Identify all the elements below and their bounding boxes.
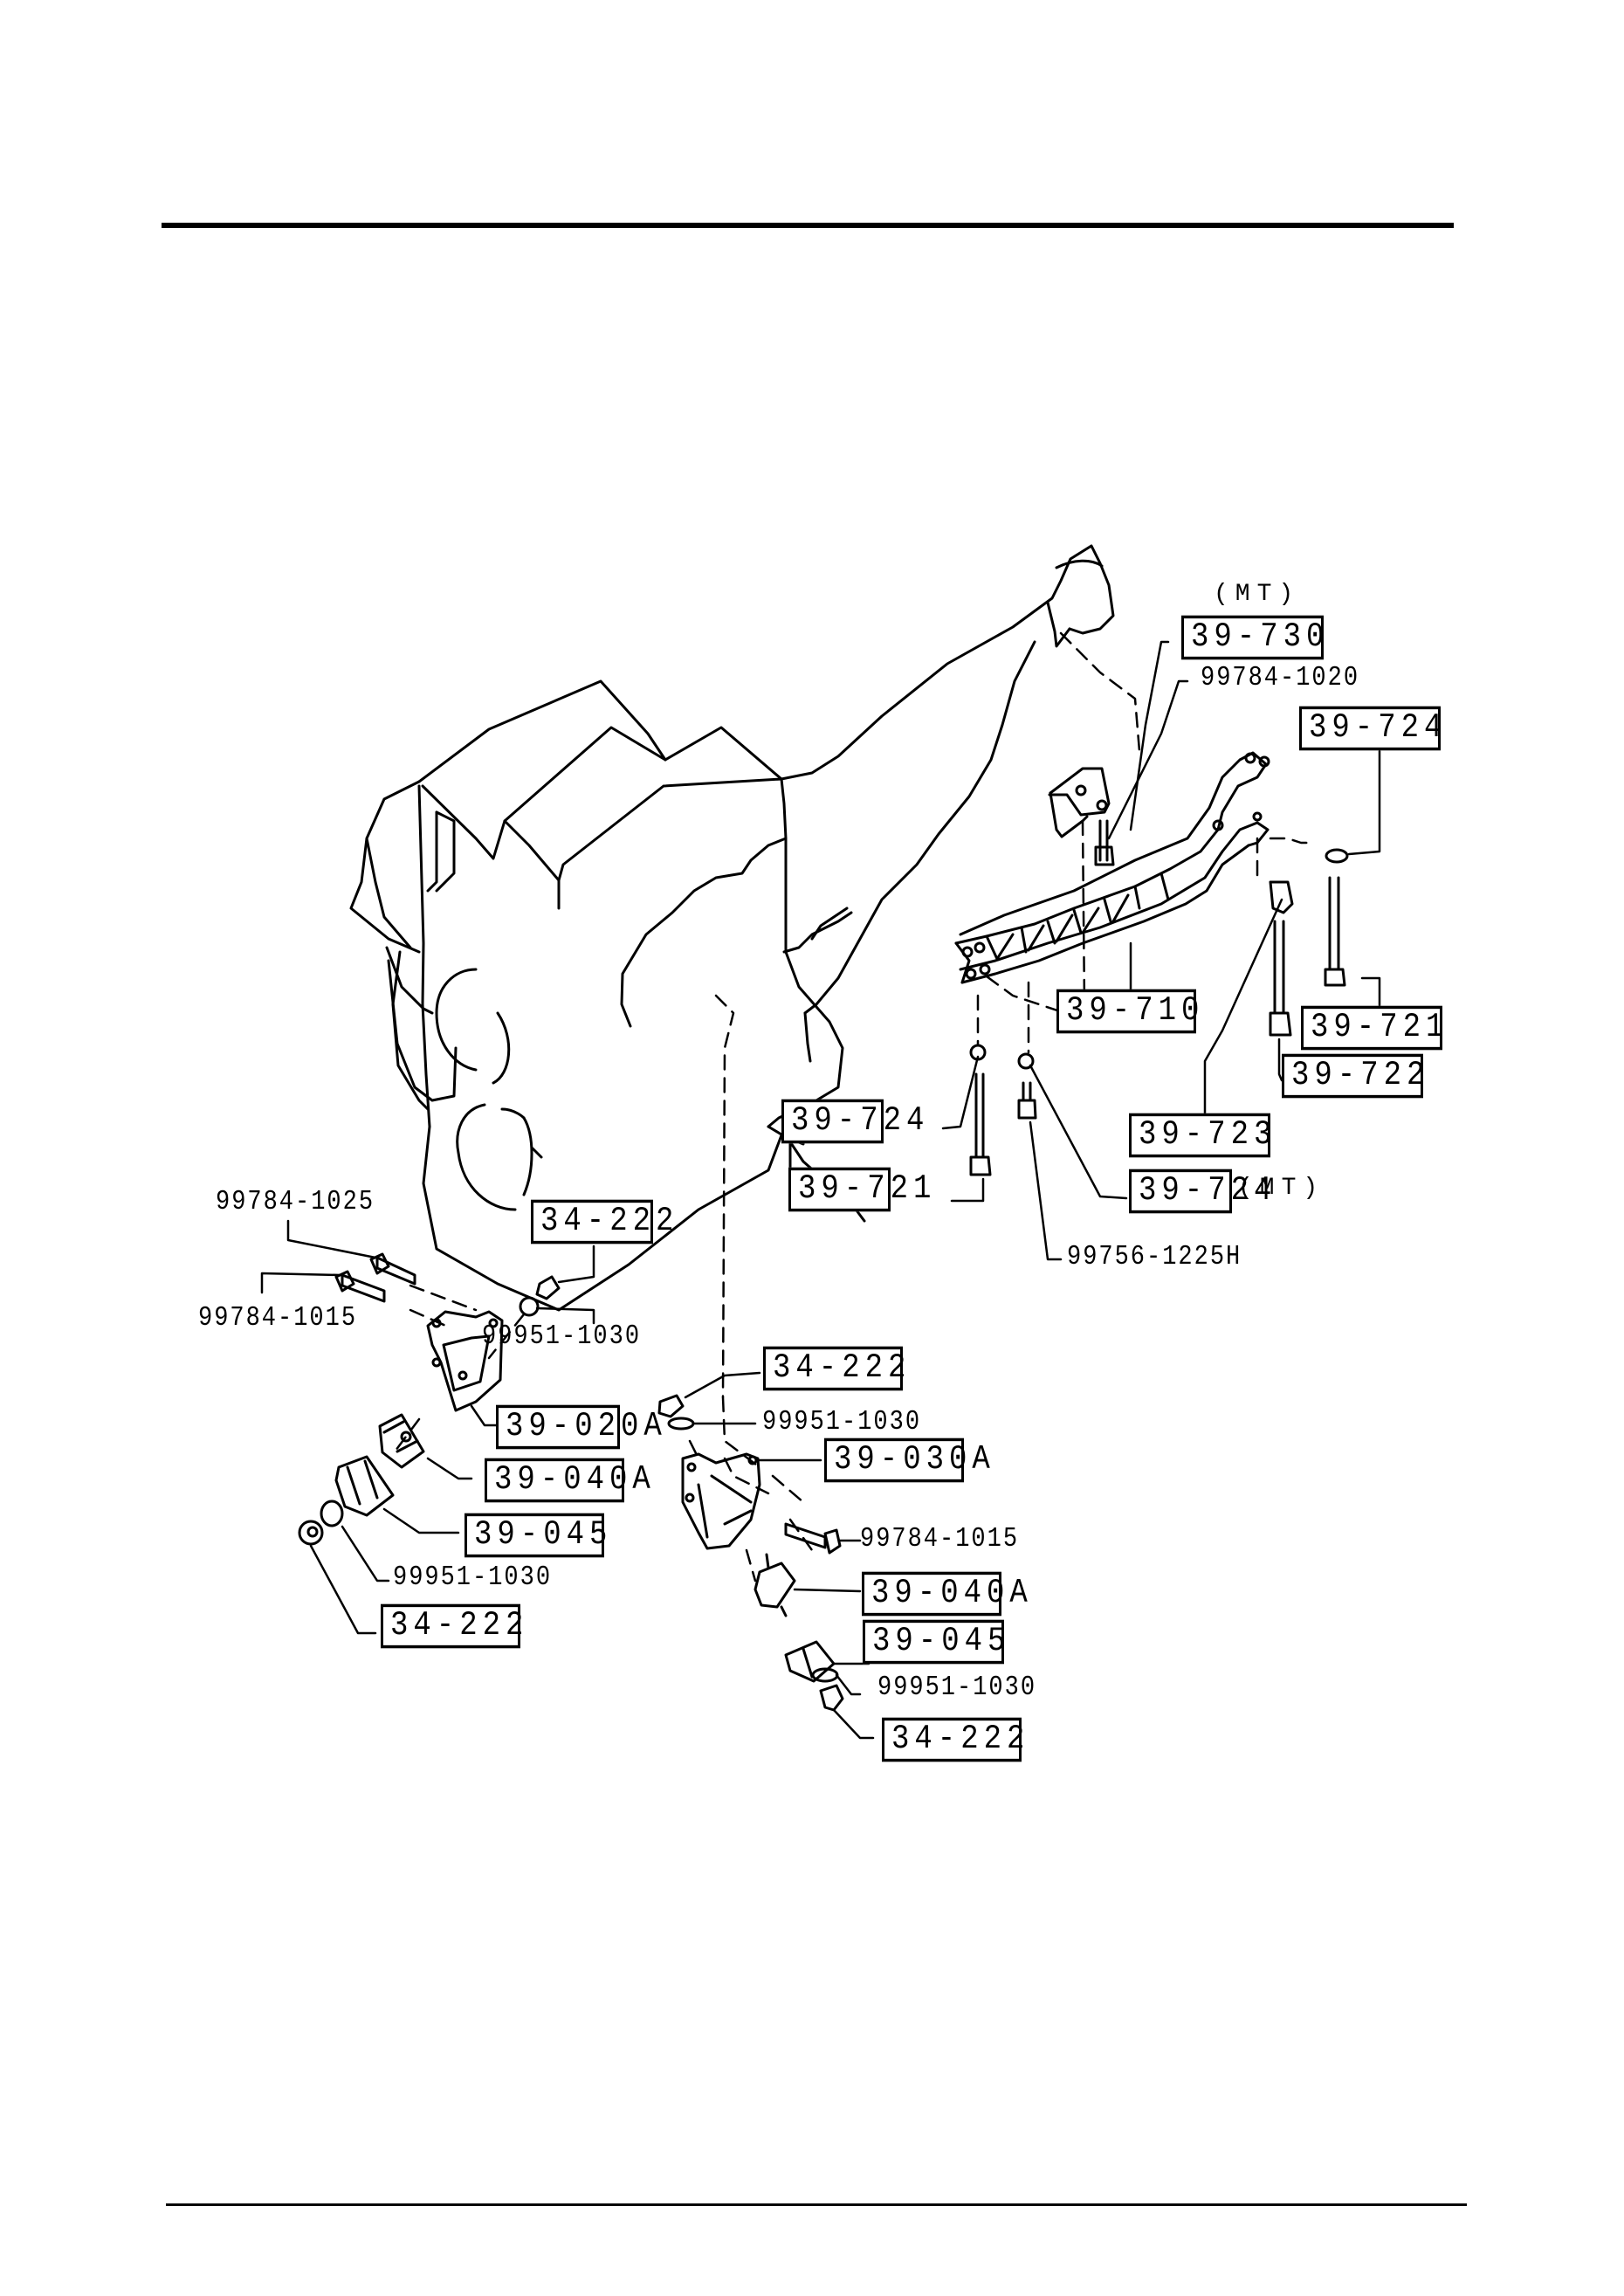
- leader-lines: [260, 640, 1381, 1740]
- part-label-39-724-left[interactable]: 39-724: [781, 1099, 924, 1144]
- part-label-39-040a-left[interactable]: 39-040A: [485, 1458, 650, 1503]
- part-label-39-722[interactable]: 39-722: [1282, 1053, 1424, 1099]
- part-label-39-020a[interactable]: 39-020A: [496, 1404, 662, 1450]
- part-label-39-710[interactable]: 39-710: [1056, 989, 1199, 1034]
- part-label-99784-1025[interactable]: 99784-1025: [216, 1187, 375, 1218]
- part-label-99784-1020[interactable]: 99784-1020: [1201, 663, 1360, 694]
- part-label-34-222-right-bottom[interactable]: 34-222: [882, 1717, 1024, 1762]
- part-label-99951-1030-left-bottom[interactable]: 99951-1030: [393, 1562, 553, 1594]
- part-label-34-222-left-bottom[interactable]: 34-222: [381, 1603, 523, 1649]
- part-label-39-724-top[interactable]: 39-724: [1299, 706, 1442, 751]
- engine-block-drawing: [349, 679, 866, 1312]
- part-label-99784-1015-left[interactable]: 99784-1015: [198, 1303, 358, 1334]
- assembly-dashed-lines: [391, 631, 1311, 1582]
- part-label-99951-1030-right-top[interactable]: 99951-1030: [762, 1407, 922, 1438]
- part-label-39-723[interactable]: 39-723: [1129, 1113, 1271, 1158]
- part-label-39-045-left[interactable]: 39-045: [464, 1513, 607, 1558]
- crossmember-drawing: [954, 751, 1349, 1176]
- left-mount-drawing: [298, 1252, 561, 1546]
- part-label-39-724-mt[interactable]: 39-724: [1129, 1169, 1271, 1214]
- part-label-99784-1015-right[interactable]: 99784-1015: [860, 1524, 1020, 1555]
- part-label-99756-1225h[interactable]: 99756-1225H: [1067, 1242, 1242, 1273]
- right-mount-drawing: [657, 1394, 844, 1712]
- part-label-39-030a[interactable]: 39-030A: [824, 1438, 990, 1483]
- part-label-39-045-right[interactable]: 39-045: [863, 1619, 1005, 1665]
- header-rule: [162, 223, 1454, 228]
- part-label-34-222-left-top[interactable]: 34-222: [531, 1199, 673, 1245]
- part-label-34-222-right-top[interactable]: 34-222: [763, 1346, 905, 1391]
- mt-note-top: (MT): [1214, 581, 1301, 608]
- part-label-39-721-left[interactable]: 39-721: [788, 1167, 931, 1212]
- part-label-39-721-right[interactable]: 39-721: [1301, 1005, 1443, 1051]
- part-label-39-730[interactable]: 39-730: [1181, 615, 1324, 660]
- part-label-39-040a-right[interactable]: 39-040A: [862, 1571, 1028, 1617]
- mt-note-bottom: (MT): [1238, 1175, 1325, 1202]
- footer-rule: [166, 2203, 1467, 2206]
- part-label-99951-1030-right-bottom[interactable]: 99951-1030: [877, 1672, 1037, 1704]
- part-label-99951-1030-left-top[interactable]: 99951-1030: [482, 1321, 642, 1353]
- transmission-drawing: [780, 544, 1115, 1063]
